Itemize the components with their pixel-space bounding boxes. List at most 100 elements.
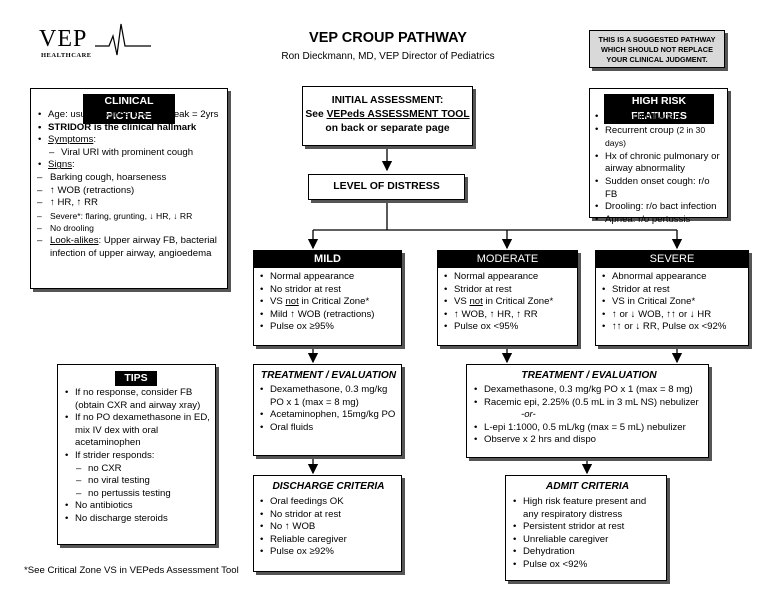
moderate-box: MODERATE Normal appearance Stridor at re… [437, 250, 578, 346]
treatment-item: Acetaminophen, 15mg/kg PO [259, 409, 398, 422]
treatment-item: Oral fluids [259, 422, 398, 435]
severe-box: SEVERE Abnormal appearance Stridor at re… [595, 250, 749, 346]
treatment-moderate-title: TREATMENT / EVALUATION [521, 370, 657, 381]
initial-line-2: See VEPeds ASSESSMENT TOOL [303, 108, 472, 122]
sign-severe: Severe*: flaring, grunting, ↓ HR, ↓ RR [37, 210, 223, 223]
disclaimer-line: WHICH SHOULD NOT REPLACE [601, 45, 713, 54]
clinical-signs: Signs: [37, 159, 223, 172]
treatment-moderate-severe-box: TREATMENT / EVALUATION Dexamethasone, 0.… [466, 364, 709, 458]
page-title: VEP CROUP PATHWAY [309, 30, 467, 46]
logo-subtext: HEALTHCARE [41, 52, 92, 59]
discharge-item: Oral feedings OK [259, 496, 398, 509]
moderate-header: MODERATE [438, 251, 577, 268]
mild-not: not [285, 296, 299, 308]
mild-item: Mild ↑ WOB (retractions) [259, 309, 401, 322]
mild-item: VS not in Critical Zone* [259, 296, 401, 309]
admit-item: Unreliable caregiver [512, 534, 663, 547]
clinical-symptom-item: Viral URI with prominent cough [37, 147, 223, 160]
tip-item: No discharge steroids [64, 513, 212, 526]
risk-item: Sudden onset cough: r/o FB [594, 176, 724, 201]
clinical-stridor: STRIDOR is the clinical hallmark [37, 122, 223, 135]
discharge-item: No stridor at rest [259, 509, 398, 522]
risk-item: Drooling: r/o bact infection [594, 201, 724, 214]
initial-line-1: INITIAL ASSESSMENT: [331, 95, 444, 106]
treatment-item: Dexamethasone, 0.3 mg/kg PO x 1 (max = 8… [473, 384, 705, 397]
risk-item: Recent intubation [594, 111, 724, 124]
severe-item: VS in Critical Zone* [601, 296, 748, 309]
treatment-item: Observe x 2 hrs and dispo [473, 434, 705, 447]
risk-item: Hx of chronic pulmonary or airway abnorm… [594, 151, 724, 176]
treatment-item: Dexamethasone, 0.3 mg/kg PO x 1 (max = 8… [259, 384, 398, 409]
moderate-item: Stridor at rest [443, 284, 577, 297]
treatment-item: L-epi 1:1000, 0.5 mL/kg (max = 5 mL) neb… [473, 422, 705, 435]
admit-criteria-box: ADMIT CRITERIA High risk feature present… [505, 475, 667, 581]
admit-item: High risk feature present and any respir… [512, 496, 663, 521]
tip-item: If strider responds: [64, 450, 212, 463]
initial-see: See [305, 109, 327, 120]
discharge-title: DISCHARGE CRITERIA [272, 481, 385, 492]
moderate-item: Normal appearance [443, 271, 577, 284]
vep-logo: VEP HEALTHCARE [33, 22, 153, 64]
mild-box: MILD Normal appearance No stridor at res… [253, 250, 402, 346]
footnote: *See Critical Zone VS in VEPeds Assessme… [24, 565, 239, 576]
admit-item: Persistent stridor at rest [512, 521, 663, 534]
assessment-tool-link: VEPeds ASSESSMENT TOOL [326, 109, 470, 120]
symptoms-label: Symptoms [48, 134, 94, 146]
severe-item: Abnormal appearance [601, 271, 748, 284]
lookalikes-label: Look-alikes [50, 234, 99, 246]
tip-item: If no response, consider FB (obtain CXR … [64, 387, 212, 412]
risk-item: Apnea: r/o pertussis [594, 214, 724, 227]
admit-item: Pulse ox <92% [512, 559, 663, 572]
mild-header: MILD [254, 251, 401, 268]
clinical-lookalikes: Look-alikes: Upper airway FB, bacterial … [37, 235, 223, 260]
treatment-mild-title: TREATMENT / EVALUATION [260, 370, 397, 381]
treatment-or: -or- [521, 409, 536, 421]
clinical-picture-box: CLINICAL PICTURE Age: usually 6 mos to 6… [30, 88, 228, 289]
discharge-item: Reliable caregiver [259, 534, 398, 547]
risk-item: Recurrent croup (2 in 30 days) [594, 124, 724, 151]
mild-critical: in Critical Zone* [298, 296, 370, 308]
signs-label: Signs [48, 159, 72, 171]
moderate-item: Pulse ox <95% [443, 321, 577, 334]
treatment-mild-box: TREATMENT / EVALUATION Dexamethasone, 0.… [253, 364, 402, 456]
mild-item: No stridor at rest [259, 284, 401, 297]
moderate-not: not [469, 296, 483, 308]
tip-subitem: no pertussis testing [64, 488, 212, 501]
discharge-item: No ↑ WOB [259, 521, 398, 534]
heartbeat-icon [95, 23, 151, 56]
tip-item: If no PO dexamethasone in ED, mix IV dex… [64, 412, 212, 450]
sign-item: ↑ HR, ↑ RR [37, 197, 223, 210]
tips-box: TIPS If no response, consider FB (obtain… [57, 364, 216, 545]
sign-no-drooling: No drooling [37, 222, 223, 235]
discharge-criteria-box: DISCHARGE CRITERIA Oral feedings OK No s… [253, 475, 402, 572]
level-of-distress-box: LEVEL OF DISTRESS [308, 174, 465, 200]
severe-item: Stridor at rest [601, 284, 748, 297]
tip-item: No antibiotics [64, 500, 212, 513]
moderate-item: VS not in Critical Zone* [443, 296, 577, 309]
moderate-vs: VS [454, 296, 470, 308]
mild-item: Pulse ox ≥95% [259, 321, 401, 334]
page-subtitle: Ron Dieckmann, MD, VEP Director of Pedia… [281, 51, 495, 62]
tip-subitem: no CXR [64, 463, 212, 476]
tip-subitem: no viral testing [64, 475, 212, 488]
sign-item: Barking cough, hoarseness [37, 172, 223, 185]
admit-title: ADMIT CRITERIA [545, 481, 630, 492]
moderate-critical: in Critical Zone* [482, 296, 554, 308]
severe-item: ↑↑ or ↓ RR, Pulse ox <92% [601, 321, 748, 334]
initial-assessment-box: INITIAL ASSESSMENT: See VEPeds ASSESSMEN… [302, 86, 473, 146]
high-risk-box: HIGH RISK FEATURES Recent intubation Rec… [589, 88, 728, 226]
severe-item: ↑ or ↓ WOB, ↑↑ or ↓ HR [601, 309, 748, 322]
admit-item: Dehydration [512, 546, 663, 559]
disclaimer-line: YOUR CLINICAL JUDGMENT. [606, 55, 708, 64]
disclaimer-box: THIS IS A SUGGESTED PATHWAY WHICH SHOULD… [589, 30, 725, 68]
risk-recurrent: Recurrent croup [605, 124, 677, 136]
moderate-item: ↑ WOB, ↑ HR, ↑ RR [443, 309, 577, 322]
discharge-item: Pulse ox ≥92% [259, 546, 398, 559]
sign-item: ↑ WOB (retractions) [37, 185, 223, 198]
logo-text: VEP [39, 26, 88, 52]
clinical-symptoms: Symptoms: [37, 134, 223, 147]
severe-header: SEVERE [596, 251, 748, 268]
treatment-item: Racemic epi, 2.25% (0.5 mL in 3 mL NS) n… [473, 397, 705, 410]
clinical-age: Age: usually 6 mos to 6 yrs, peak = 2yrs [37, 109, 223, 122]
